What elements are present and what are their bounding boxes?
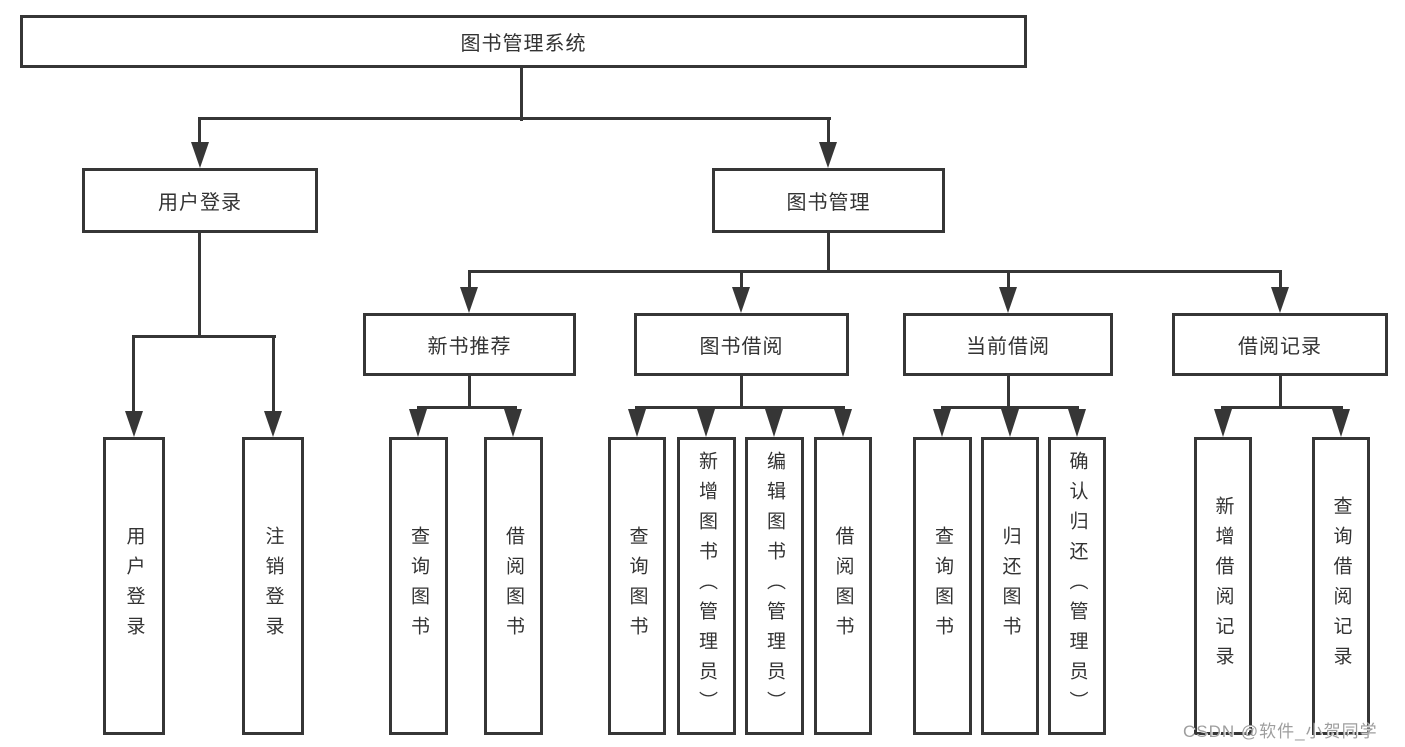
node-library-management-system: 图书管理系统 [20, 15, 1027, 68]
arrowhead-down-icon [1214, 409, 1232, 437]
leaf-borrow-books-borrowing: 借阅图书 [814, 437, 872, 735]
connector-line [941, 406, 1079, 409]
connector-line [132, 338, 135, 412]
connector-line [740, 376, 743, 409]
leaf-return-books: 归还图书 [981, 437, 1039, 735]
node-new-book-recommendation: 新书推荐 [363, 313, 576, 376]
connector-line [198, 117, 831, 120]
leaf-confirm-return-admin: 确认归还（管理员） [1048, 437, 1106, 735]
connector-line [468, 376, 471, 409]
connector-line [520, 68, 523, 121]
leaf-query-borrow-record: 查询借阅记录 [1312, 437, 1370, 735]
connector-line [1279, 273, 1282, 287]
watermark: CSDN @软件_小贺同学 [1183, 722, 1378, 741]
node-current-borrowing: 当前借阅 [903, 313, 1113, 376]
leaf-add-book-admin: 新增图书（管理员） [677, 437, 736, 735]
connector-line [827, 233, 830, 272]
connector-line [468, 273, 471, 287]
connector-line [740, 273, 743, 287]
arrowhead-down-icon [460, 287, 478, 313]
arrowhead-down-icon [697, 409, 715, 437]
connector-line [468, 270, 1282, 273]
connector-line [827, 120, 830, 142]
leaf-user-login: 用户登录 [103, 437, 165, 735]
leaf-query-books-borrowing: 查询图书 [608, 437, 666, 735]
leaf-query-books-newbook: 查询图书 [389, 437, 448, 735]
arrowhead-down-icon [819, 142, 837, 168]
connector-line [1221, 406, 1343, 409]
connector-line [1279, 376, 1282, 409]
arrowhead-down-icon [834, 409, 852, 437]
arrowhead-down-icon [409, 409, 427, 437]
connector-line [132, 335, 276, 338]
arrowhead-down-icon [1001, 409, 1019, 437]
arrowhead-down-icon [765, 409, 783, 437]
arrowhead-down-icon [504, 409, 522, 437]
arrowhead-down-icon [628, 409, 646, 437]
connector-line [198, 233, 201, 337]
connector-line [198, 120, 201, 142]
connector-line [1007, 376, 1010, 409]
leaf-edit-book-admin: 编辑图书（管理员） [745, 437, 804, 735]
leaf-logout: 注销登录 [242, 437, 304, 735]
connector-line [417, 406, 517, 409]
connector-line [272, 338, 275, 412]
arrowhead-down-icon [933, 409, 951, 437]
connector-line [1007, 273, 1010, 287]
node-borrowing-records: 借阅记录 [1172, 313, 1388, 376]
leaf-borrow-books-newbook: 借阅图书 [484, 437, 543, 735]
node-book-borrowing: 图书借阅 [634, 313, 849, 376]
arrowhead-down-icon [264, 411, 282, 437]
arrowhead-down-icon [1332, 409, 1350, 437]
arrowhead-down-icon [1068, 409, 1086, 437]
node-book-management: 图书管理 [712, 168, 945, 233]
arrowhead-down-icon [732, 287, 750, 313]
arrowhead-down-icon [1271, 287, 1289, 313]
arrowhead-down-icon [999, 287, 1017, 313]
connector-line [635, 406, 845, 409]
node-user-login: 用户登录 [82, 168, 318, 233]
leaf-query-books-current: 查询图书 [913, 437, 972, 735]
leaf-add-borrow-record: 新增借阅记录 [1194, 437, 1252, 735]
arrowhead-down-icon [191, 142, 209, 168]
arrowhead-down-icon [125, 411, 143, 437]
